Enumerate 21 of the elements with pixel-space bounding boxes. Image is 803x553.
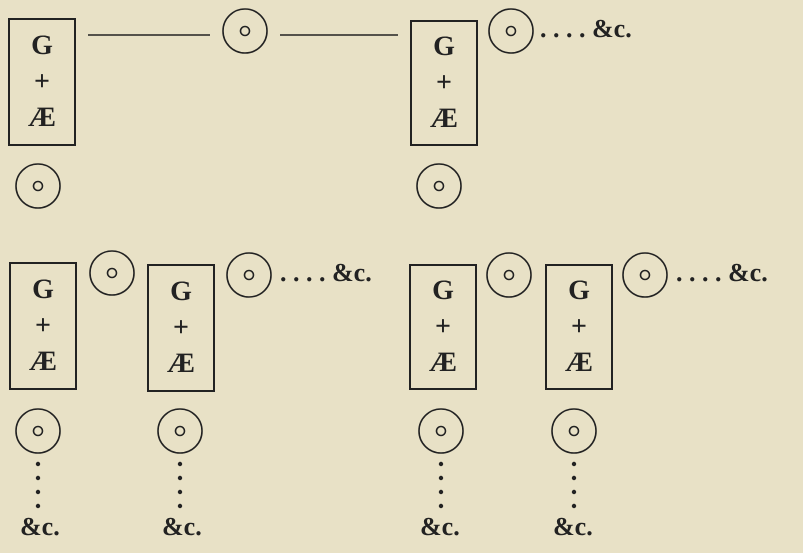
- formula-text: G + Æ: [166, 275, 196, 381]
- formula-text: G + Æ: [429, 30, 459, 136]
- etc-label: . . . . &c.: [540, 14, 632, 44]
- formula-box: [409, 264, 477, 390]
- etc-label: &c.: [553, 512, 593, 542]
- formula-box: [8, 18, 76, 146]
- connecting-line: [280, 34, 398, 36]
- etc-label: &c.: [20, 512, 60, 542]
- formula-text: G + Æ: [28, 273, 58, 379]
- etc-label: . . . . &c.: [280, 258, 372, 288]
- formula-text: G + Æ: [428, 274, 458, 380]
- etc-label: &c.: [420, 512, 460, 542]
- formula-text: G + Æ: [564, 274, 594, 380]
- formula-box: [410, 20, 478, 146]
- formula-text: G + Æ: [27, 29, 57, 135]
- formula-box: [147, 264, 215, 392]
- etc-label: . . . . &c.: [676, 258, 768, 288]
- etc-label: &c.: [162, 512, 202, 542]
- formula-box: [9, 262, 77, 390]
- connecting-line: [88, 34, 210, 36]
- formula-box: [545, 264, 613, 390]
